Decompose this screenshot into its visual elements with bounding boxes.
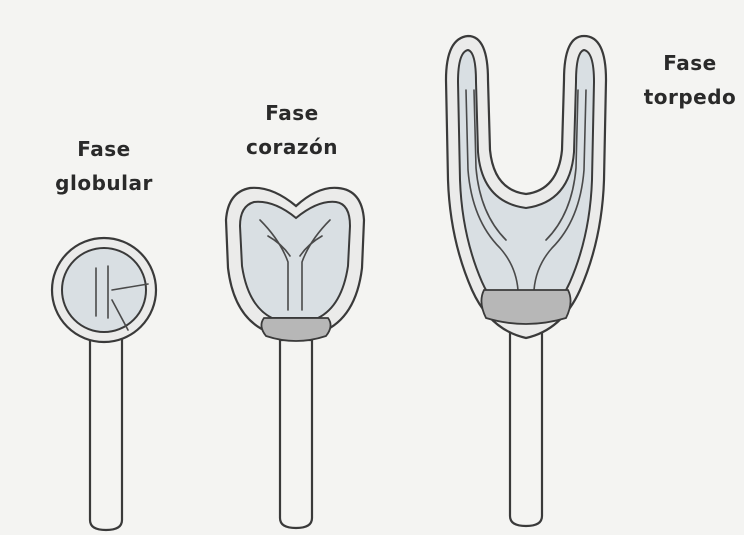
torpedo-band [481, 290, 570, 324]
heart-label-line2: corazón [246, 135, 338, 159]
heart-embryo-inner [240, 202, 350, 318]
torpedo-label-line2: torpedo [644, 85, 737, 109]
globular-label-line2: globular [55, 171, 153, 195]
torpedo-label-line1: Fase [663, 51, 716, 75]
heart-band [261, 318, 330, 341]
globular-stage: Fase globular [52, 137, 156, 530]
globular-embryo-inner [62, 248, 146, 332]
torpedo-stage: Fase torpedo [446, 36, 736, 526]
heart-stage: Fase corazón [226, 101, 364, 528]
globular-suspensor [90, 330, 122, 530]
globular-label-line1: Fase [77, 137, 130, 161]
heart-suspensor [280, 340, 312, 528]
heart-label-line1: Fase [265, 101, 318, 125]
torpedo-suspensor [510, 330, 542, 526]
